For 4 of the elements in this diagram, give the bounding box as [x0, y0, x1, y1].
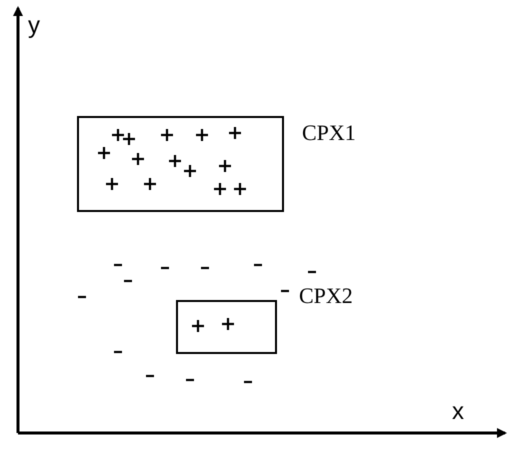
axis-label: x [452, 398, 464, 426]
cluster-label: CPX2 [299, 283, 353, 309]
axis-label: y [28, 12, 40, 40]
cluster-label: CPX1 [302, 120, 356, 146]
